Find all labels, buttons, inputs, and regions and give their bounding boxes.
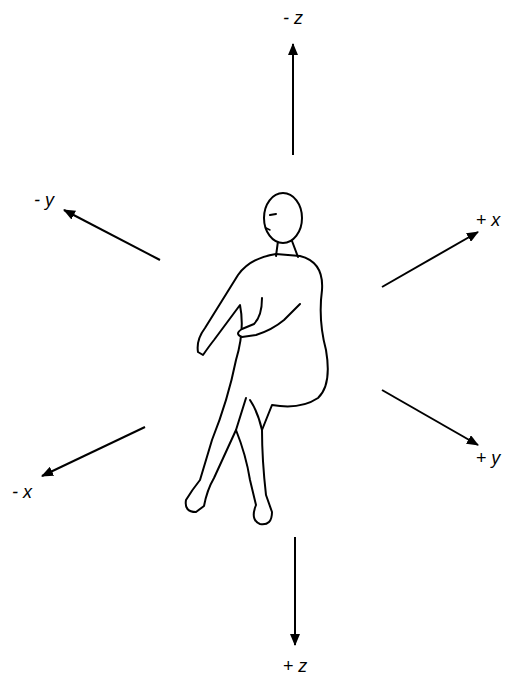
plus-x-arrow: [382, 232, 478, 287]
axis-label: + z: [282, 656, 309, 677]
minus-y-arrow: [64, 210, 160, 260]
axis-label: - z: [282, 8, 304, 29]
axis-label: - x: [11, 482, 33, 503]
seated-figure: [186, 193, 328, 524]
minus-x-arrow: [42, 427, 145, 476]
plus-y-arrow: [382, 390, 478, 445]
minus-z-arrow: [292, 44, 294, 155]
axis-label: - y: [33, 190, 55, 211]
axis-label: + y: [475, 448, 502, 469]
axis-label: + x: [475, 210, 502, 231]
plus-z-arrow: [294, 537, 296, 645]
